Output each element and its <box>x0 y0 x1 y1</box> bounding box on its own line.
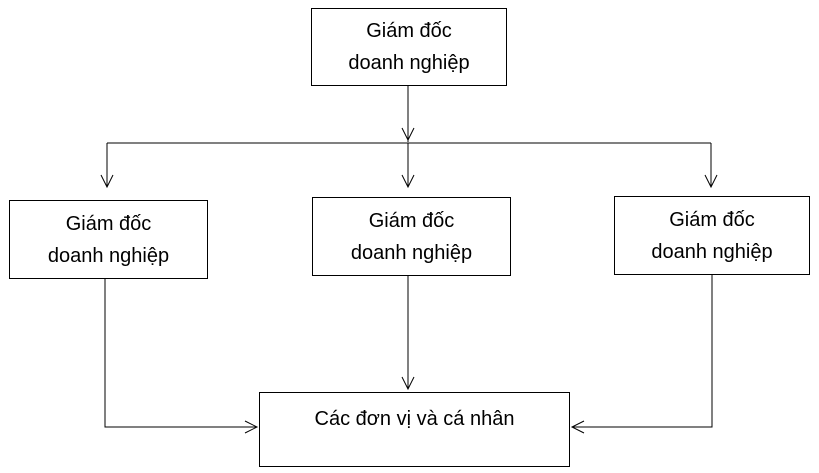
arrowhead-left-to-bottom <box>244 420 259 434</box>
arrowhead-mid-to-bottom <box>401 376 415 391</box>
arrowhead-right <box>704 174 718 189</box>
connector-right-to-bottom <box>572 275 713 428</box>
node-label-line: Giám đốc <box>65 212 152 235</box>
node-label-line: Giám đốc <box>368 209 455 232</box>
node-label-line: doanh nghiệp <box>651 240 773 263</box>
arrowhead-right-to-bottom <box>570 420 585 434</box>
node-label-line: doanh nghiệp <box>348 52 470 74</box>
node-units-and-individuals: Các đơn vị và cá nhân <box>259 392 570 467</box>
node-label-line: Các đơn vị và cá nhân <box>314 408 515 430</box>
arrowhead-mid <box>401 174 415 189</box>
connector-left-to-bottom <box>104 279 257 428</box>
node-director-top: Giám đốc doanh nghiệp <box>311 8 507 86</box>
node-label-line: Giám đốc <box>366 20 452 42</box>
node-label-line: doanh nghiệp <box>47 244 170 267</box>
node-director-left: Giám đốc doanh nghiệp <box>9 200 208 279</box>
node-label-line: doanh nghiệp <box>350 241 473 264</box>
node-director-right: Giám đốc doanh nghiệp <box>614 196 810 275</box>
arrowhead-top-trunk <box>401 127 415 142</box>
node-label-line: Giám đốc <box>669 208 755 231</box>
arrowhead-left <box>100 174 114 189</box>
node-director-middle: Giám đốc doanh nghiệp <box>312 197 511 276</box>
